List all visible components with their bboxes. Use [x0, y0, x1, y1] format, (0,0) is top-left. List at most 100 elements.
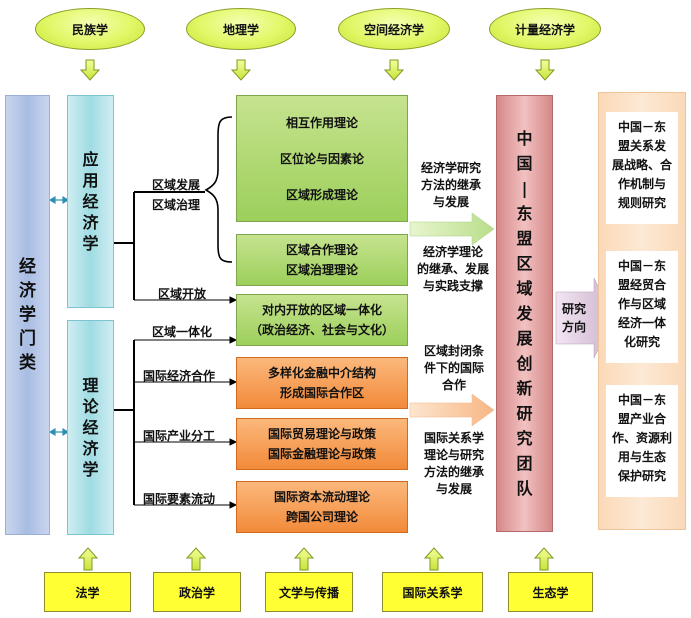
- label-regional-governance: 区域治理: [152, 198, 201, 212]
- discipline-econometrics: 计量经济学: [489, 8, 601, 50]
- curly-brace: [204, 116, 233, 263]
- pillar-char: 类: [19, 353, 36, 373]
- theory-item: 区域合作理论: [285, 243, 358, 257]
- pillar-char: 应: [82, 150, 99, 169]
- theory-box-trade: 国际贸易理论与政策 国际金融理论与政策: [236, 418, 408, 470]
- note-theory-practice: 经济学理论 的继承、发展 与实践支撑: [410, 244, 496, 295]
- down-arrow-1: [79, 59, 101, 81]
- research-team-box: 中 国 | 东 盟 区 域 发 展 创 新 研 究 团 队: [496, 95, 553, 532]
- note-line: 与发展: [432, 195, 469, 209]
- note-line: 与实践支撑: [422, 279, 483, 293]
- down-arrow-2: [230, 59, 252, 81]
- pillar-char: 门: [19, 329, 36, 349]
- theoretical-economics-pillar: 理 论 经 济 学: [67, 320, 114, 535]
- direction-industry-ecology: 中国－东 盟产业合 作、资源利 用与生态 保护研究: [606, 385, 678, 497]
- direction-line: 中国－东: [617, 393, 666, 407]
- team-char: 团: [516, 454, 533, 473]
- up-arrow-5: [533, 547, 555, 571]
- discipline-ethnology: 民族学: [35, 8, 145, 50]
- direction-line: 作与区域: [617, 297, 666, 311]
- theory-item: 区域治理理论: [285, 263, 358, 277]
- note-line: 国际关系学: [423, 431, 484, 445]
- pillar-char: 经: [19, 257, 36, 277]
- note-line: 与发展: [435, 482, 472, 496]
- theory-item: 对内开放的区域一体化: [261, 303, 382, 317]
- label-intl-economic-cooperation: 国际经济合作: [143, 369, 216, 383]
- theory-box-integration: 对内开放的区域一体化 （政治经济、社会与文化）: [236, 294, 408, 346]
- discipline-ecology: 生态学: [508, 572, 593, 612]
- discipline-political-science: 政治学: [153, 572, 241, 612]
- economics-category-pillar: 经 济 学 门 类: [5, 95, 50, 535]
- note-line: 方法的继承: [423, 465, 484, 479]
- direction-line: 作机制与: [617, 177, 666, 191]
- note-line: 区域封闭条: [423, 344, 484, 358]
- label-regional-development: 区域发展: [152, 178, 201, 192]
- direction-line: 盟产业合: [617, 412, 666, 426]
- note-line: 经济学研究: [420, 161, 481, 175]
- pillar-char: 济: [82, 439, 99, 458]
- direction-line: 盟关系发: [617, 139, 666, 153]
- theory-item: 国际金融理论与政策: [267, 447, 376, 461]
- note-line: 理论与研究: [423, 448, 484, 462]
- note-line: 合作: [441, 378, 466, 392]
- team-char: 国: [516, 154, 533, 173]
- direction-relations-strategy: 中国－东 盟关系发 展战略、合 作机制与 规则研究: [606, 112, 678, 224]
- team-char: 发: [516, 304, 533, 323]
- theory-item: 跨国公司理论: [285, 510, 358, 524]
- direction-line: 研究: [561, 302, 586, 316]
- theory-item: 国际资本流动理论: [273, 490, 370, 504]
- direction-line: 保护研究: [617, 469, 666, 483]
- research-direction-label: 研究 方向: [558, 300, 590, 336]
- team-char: 新: [516, 379, 533, 398]
- direction-line: 中国－东: [617, 259, 666, 273]
- discipline-law: 法学: [44, 572, 131, 612]
- label-intl-industrial-division: 国际产业分工: [143, 429, 216, 443]
- note-method-inheritance: 经济学研究 方法的继承 与发展: [410, 160, 492, 211]
- pillar-char: 学: [82, 234, 99, 253]
- up-arrow-4: [423, 547, 445, 571]
- up-arrow-1: [77, 547, 99, 571]
- theory-item: 区位论与因素论: [279, 151, 364, 166]
- pillar-char: 经: [82, 192, 99, 211]
- up-arrow-2: [185, 547, 207, 571]
- direction-line: 规则研究: [617, 196, 666, 210]
- green-right-arrow: [409, 212, 495, 246]
- note-line: 件下的国际: [423, 361, 484, 375]
- pillar-char: 学: [19, 305, 36, 325]
- pillar-char: 理: [82, 376, 99, 395]
- team-char: 区: [516, 254, 533, 273]
- discipline-geography: 地理学: [186, 8, 296, 50]
- theory-box-finance: 多样化金融中介结构 形成国际合作区: [236, 357, 408, 409]
- down-arrow-3: [383, 59, 405, 81]
- direction-line: 经济一体: [617, 316, 666, 330]
- team-char: |: [521, 179, 528, 198]
- pillar-char: 济: [82, 213, 99, 232]
- note-closed-conditions: 区域封闭条 件下的国际 合作: [414, 343, 494, 394]
- discipline-literature-communication: 文学与传播: [265, 572, 353, 612]
- pillar-char: 经: [82, 418, 99, 437]
- direction-trade-integration: 中国－东 盟经贸合 作与区域 经济一体 化研究: [606, 251, 678, 363]
- theory-item: （政治经济、社会与文化）: [249, 323, 394, 337]
- team-char: 究: [516, 429, 533, 448]
- note-line: 的继承、发展: [416, 262, 489, 276]
- team-char: 盟: [516, 229, 533, 248]
- direction-line: 方向: [561, 320, 586, 334]
- orange-right-arrow: [409, 393, 495, 427]
- theory-item: 相互作用理论: [285, 115, 358, 130]
- team-char: 展: [516, 329, 533, 348]
- pillar-char: 济: [19, 281, 36, 301]
- applied-economics-pillar: 应 用 经 济 学: [67, 95, 114, 308]
- note-international-relations: 国际关系学 理论与研究 方法的继承 与发展: [414, 430, 494, 498]
- theory-item: 多样化金融中介结构: [267, 366, 376, 380]
- theory-item: 区域形成理论: [285, 187, 358, 202]
- label-regional-integration: 区域一体化: [152, 325, 213, 339]
- discipline-international-relations: 国际关系学: [382, 572, 483, 612]
- team-char: 研: [516, 404, 533, 423]
- direction-line: 作、资源利: [611, 431, 672, 445]
- theory-item: 国际贸易理论与政策: [267, 427, 376, 441]
- down-arrow-4: [534, 59, 556, 81]
- team-char: 域: [516, 279, 533, 298]
- note-line: 经济学理论: [422, 245, 483, 259]
- direction-line: 用与生态: [617, 450, 666, 464]
- direction-line: 化研究: [623, 335, 660, 349]
